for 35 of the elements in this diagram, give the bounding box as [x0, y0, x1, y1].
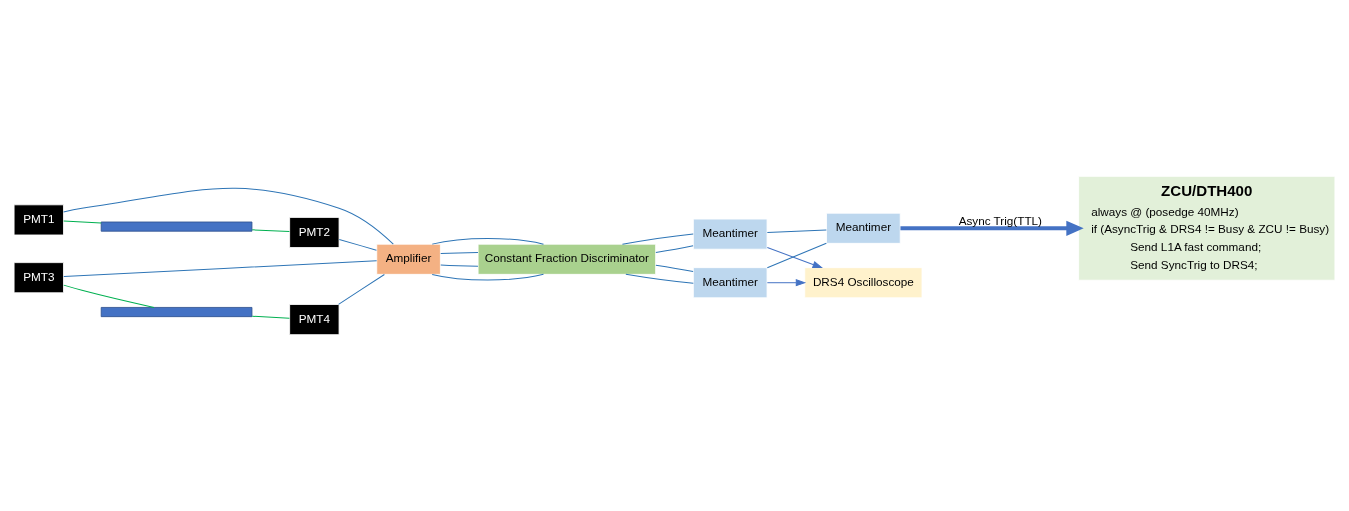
connector: [625, 273, 694, 284]
arrow: [766, 247, 823, 269]
arrow: [900, 220, 1084, 236]
node-box: ZCU/DTH400 always @ (posedge 40MHz) if (AsyncTrig & DRS4 != Busy & ZCU != Busy) Send L1A fast command; Send SyncTrig to DRS4;: [1078, 175, 1336, 281]
connector: [431, 273, 544, 281]
node-box: Meantimer: [692, 267, 768, 299]
node-box: Meantimer: [692, 218, 768, 250]
connector: [63, 260, 378, 277]
connector: [766, 242, 827, 269]
connector: [431, 238, 544, 245]
connector: [251, 229, 290, 232]
connector: [251, 315, 290, 319]
connector: [440, 264, 479, 267]
node-box: Meantimer: [826, 212, 901, 244]
connector: [63, 187, 394, 245]
node-box: PMT3: [13, 262, 64, 294]
node-box: Constant Fraction Discriminator: [477, 243, 657, 275]
node-box: PMT4: [289, 304, 340, 336]
connector: [338, 273, 385, 305]
connector: [621, 233, 694, 245]
edge-label: Async Trig(TTL): [958, 214, 1042, 228]
node-bar: [100, 221, 253, 232]
connector: [338, 238, 377, 251]
node-box: PMT2: [289, 216, 340, 248]
connector: [63, 284, 155, 308]
connector: [63, 220, 102, 224]
connector: [440, 251, 479, 255]
node-bar: [100, 307, 253, 318]
node-box: PMT1: [13, 204, 64, 236]
node-box: Amplifier: [376, 243, 441, 275]
arrow: [766, 279, 807, 287]
connector: [655, 245, 694, 253]
connector: [655, 264, 694, 273]
connector: [766, 229, 827, 234]
node-box: DRS4 Oscilloscope: [804, 267, 923, 299]
